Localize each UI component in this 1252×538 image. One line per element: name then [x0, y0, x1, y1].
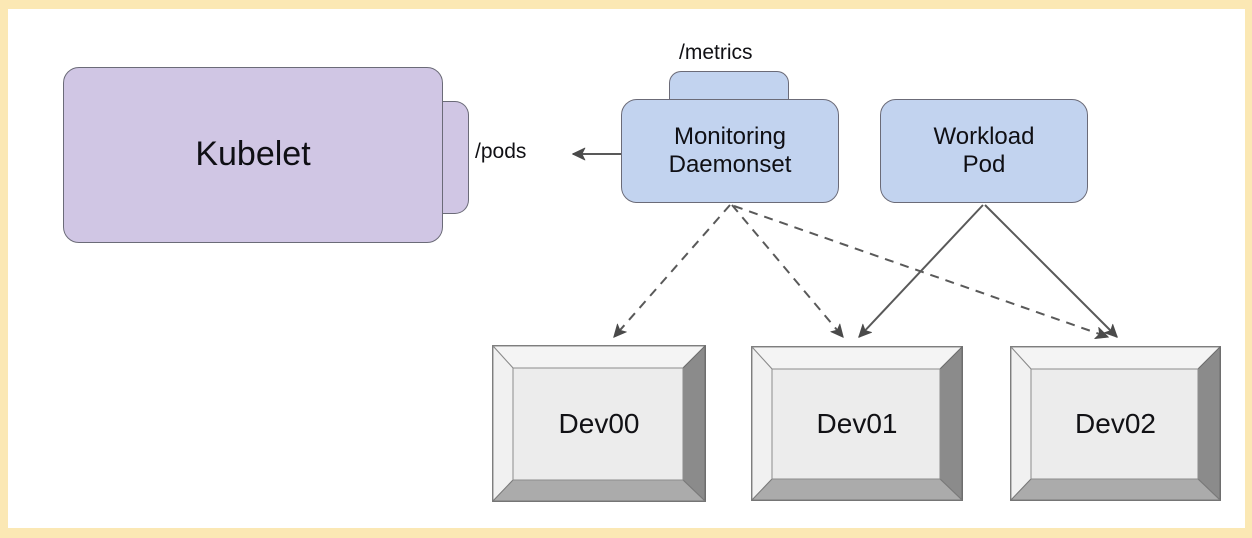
connector-layer — [572, 147, 1118, 340]
pods-endpoint-label: /pods — [475, 140, 527, 163]
metrics-tab — [669, 71, 789, 103]
node-workload-pod-line2: Pod — [962, 151, 1006, 178]
edge-daemonset-to-dev01 — [731, 204, 844, 338]
device-dev00[interactable]: Dev00 — [492, 345, 706, 502]
node-monitoring-daemonset-label: Monitoring Daemonset — [669, 123, 792, 179]
node-monitoring-daemonset[interactable]: Monitoring Daemonset — [621, 99, 839, 203]
device-dev01[interactable]: Dev01 — [751, 346, 963, 501]
node-monitoring-daemonset-line2: Daemonset — [668, 151, 792, 178]
node-kubelet-label: Kubelet — [195, 135, 311, 174]
node-workload-pod-line1: Workload — [933, 123, 1035, 151]
edge-daemonset-to-dev00 — [613, 204, 731, 338]
edge-workload-to-dev01 — [858, 204, 984, 338]
device-dev02[interactable]: Dev02 — [1010, 346, 1221, 501]
node-kubelet[interactable]: Kubelet — [63, 67, 443, 243]
node-workload-pod-label: Workload Pod — [934, 123, 1035, 179]
device-dev00-shape — [492, 345, 706, 502]
device-dev01-shape — [751, 346, 963, 501]
kubelet-pods-tab — [441, 101, 469, 214]
node-monitoring-daemonset-line1: Monitoring — [673, 123, 787, 151]
diagram-surface: Kubelet /pods /metrics Monitoring Daemon… — [8, 9, 1245, 528]
node-workload-pod[interactable]: Workload Pod — [880, 99, 1088, 203]
device-dev02-shape — [1010, 346, 1221, 501]
metrics-endpoint-label: /metrics — [679, 41, 753, 64]
edge-workload-to-dev02 — [984, 204, 1118, 338]
